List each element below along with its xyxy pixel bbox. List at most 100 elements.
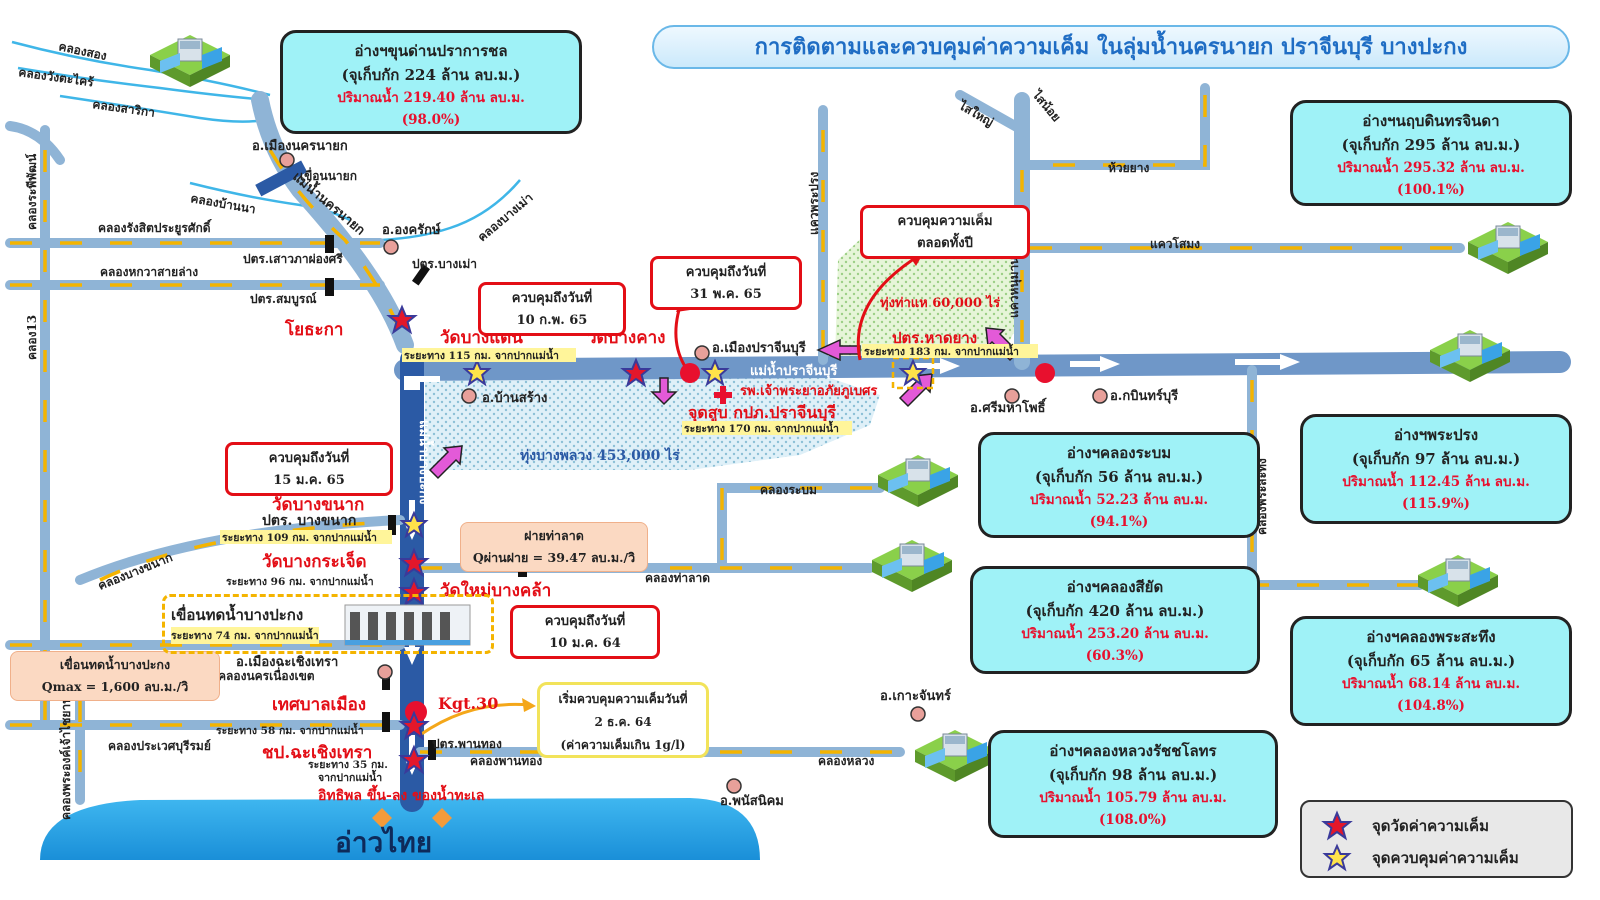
reservoir-capacity: (จุเก็บกัก 224 ล้าน ลบ.ม.) — [341, 66, 521, 84]
legend-measure-star-icon — [1321, 810, 1353, 841]
label-yothaka: โยธะกา — [284, 319, 343, 340]
label-khwae-salao: แควโสมง — [1150, 236, 1200, 251]
note-line: ตลอดทั้งปี — [917, 236, 973, 251]
label-luang-canal: คลองหลวง — [818, 754, 874, 768]
label-si-maha-phot: อ.ศรีมหาโพธิ์ — [970, 397, 1047, 416]
dam-box: เขื่อนทดน้ำบางปะกง ระยะทาง 74 กม. จากปาก… — [162, 594, 494, 654]
dist-bang-taen: ระยะทาง 115 กม. จากปากแม่น้ำ — [404, 347, 559, 362]
label-chachoengsao-pump: ชป.ฉะเชิงเทรา — [262, 743, 372, 763]
note-until-10feb: ควบคุมถึงวันที่ 10 ก.พ. 65 — [478, 282, 626, 336]
label-wat-bang-khanak: วัดบางขนาก — [272, 495, 364, 515]
reservoir-volume: ปริมาณน้ำ 295.32 ล้าน ลบ.ม. — [1337, 160, 1525, 176]
label-hospital: รพ.เจ้าพระยาอภัยภูเบศร — [740, 383, 877, 399]
label-wang-takhrai: คลองวังตะไคร้ — [18, 64, 96, 89]
reservoir-percent: (104.8%) — [1397, 698, 1465, 714]
note-line: (ค่าความเค็มเกิน 1g/l) — [560, 738, 686, 752]
weir-tha-lat: ฝายท่าลาด Qผ่านฝาย = 39.47 ลบ.ม./วิ — [460, 522, 648, 572]
legend-symbols — [1321, 810, 1353, 872]
label-khlong13: คลอง13 — [25, 315, 39, 360]
label-mueang-chachoengsao: อ.เมืองฉะเชิงเทรา — [236, 654, 338, 670]
magenta-arrows — [428, 327, 1020, 480]
reservoir-percent: (98.0%) — [401, 112, 461, 128]
label-prawet: คลองประเวศบุรีรมย์ — [108, 739, 211, 754]
reservoir-icon-phra-sathueng — [1417, 554, 1499, 608]
weir-flow: Qmax = 1,600 ลบ.ม./วิ — [41, 679, 189, 694]
weir-name: เขื่อนทดน้ำบางปะกง — [59, 657, 171, 672]
pumping-dots — [405, 363, 1055, 723]
label-thetsaban: เทศบาลเมือง — [272, 694, 366, 715]
label-ptr-bang-mao: ปตร.บางเม่า — [412, 257, 477, 271]
label-huai-yang: ห้วยยาง — [1108, 161, 1149, 175]
legend: จุดวัดค่าความเค็ม จุดควบคุมค่าความเค็ม — [1300, 800, 1573, 878]
label-rabom: คลองระบม — [760, 483, 817, 497]
reservoir-icon-khundan — [149, 34, 231, 88]
upper-streams — [11, 40, 521, 242]
reservoir-name: อ่างฯคลองพระสะทึง — [1366, 628, 1496, 646]
reservoir-volume: ปริมาณน้ำ 105.79 ล้าน ลบ.ม. — [1039, 790, 1227, 806]
reservoir-capacity: (จุเก็บกัก 97 ล้าน ลบ.ม.) — [1351, 450, 1521, 468]
reservoir-name: อ่างฯคลองระบม — [1066, 444, 1172, 462]
dist-bang-krachet: ระยะทาง 96 กม. จากปากแม่น้ำ — [226, 573, 374, 588]
reservoir-box-luang: อ่างฯคลองหลวงรัชชโลทร (จุเก็บกัก 98 ล้าน… — [988, 730, 1278, 838]
weir-flow: Qผ่านฝาย = 39.47 ลบ.ม./วิ — [472, 550, 636, 565]
note-until-31may: ควบคุมถึงวันที่ 31 พ.ค. 65 — [650, 256, 802, 310]
label-ptr-bang-khanak: ปตร. บางขนาก — [262, 513, 356, 529]
reservoir-box-rabom: อ่างฯคลองระบม (จุเก็บกัก 56 ล้าน ลบ.ม.) … — [978, 432, 1260, 538]
reservoir-capacity: (จุเก็บกัก 65 ล้าน ลบ.ม.) — [1346, 652, 1516, 670]
reservoir-capacity: (จุเก็บกัก 56 ล้าน ลบ.ม.) — [1034, 468, 1204, 486]
label-ban-sang: อ.บ้านสร้าง — [482, 390, 547, 406]
legend-control-star-icon — [1322, 843, 1352, 872]
reservoir-box-naruebodin: อ่างฯนฤบดินทรจินดา (จุเก็บกัก 295 ล้าน ล… — [1290, 100, 1572, 206]
label-sao-tham: ปตร.เสาวภาผ่องศรี — [243, 252, 343, 266]
reservoir-name: อ่างฯขุนด่านปราการชล — [354, 42, 508, 60]
reservoir-box-phra-prong: อ่างฯพระปรง (จุเก็บกัก 97 ล้าน ลบ.ม.) ปร… — [1300, 414, 1572, 524]
nayok-dam-marker — [255, 160, 308, 197]
reservoir-percent: (108.0%) — [1099, 812, 1167, 828]
label-sarika: คลองสาริกา — [92, 97, 156, 120]
label-rabiang: คลองระพีพัฒน์ — [25, 153, 39, 230]
note-until-15jan: ควบคุมถึงวันที่ 15 ม.ค. 65 — [225, 442, 393, 496]
label-mueang-nakhon-nayok: อ.เมืองนครนายก — [252, 138, 348, 154]
label-hok-wa: คลองหกวาสายล่าง — [100, 265, 198, 279]
label-tha-hae: ทุ่งท่าแห 60,000 ไร่ — [880, 294, 1000, 311]
reservoir-percent: (94.1%) — [1089, 514, 1149, 530]
note-line: 10 ม.ค. 64 — [549, 636, 621, 651]
dist-thetsaban: ระยะทาง 58 กม. จากปากแม่น้ำ — [216, 722, 364, 737]
gulf-of-thailand — [40, 798, 760, 860]
label-bang-pakong-river: แม่น้ำบางปะกง — [416, 420, 435, 505]
reservoir-volume: ปริมาณน้ำ 52.23 ล้าน ลบ.ม. — [1029, 492, 1209, 508]
note-line: ควบคุมถึงวันที่ — [685, 265, 767, 280]
reservoir-percent: (100.1%) — [1397, 182, 1465, 198]
note-line: เริ่มควบคุมความเค็มวันที่ — [558, 692, 688, 706]
dist-chachoengsao-2: จากปากแม่น้ำ — [318, 769, 382, 784]
bang-pakong-dam-image — [344, 604, 471, 646]
reservoir-box-siyat: อ่างฯคลองสียัด (จุเก็บกัก 420 ล้าน ลบ.ม.… — [970, 566, 1260, 674]
label-sommboon: ปตร.สมบูรณ์ — [250, 292, 316, 307]
reservoir-percent: (115.9%) — [1402, 496, 1470, 512]
label-hanuman: แควหนุมาน — [1007, 256, 1022, 318]
distance-labels: ระยะทาง 115 กม. จากปากแม่น้ำ ระยะทาง 170… — [216, 343, 1038, 784]
reservoir-volume: ปริมาณน้ำ 112.45 ล้าน ลบ.ม. — [1342, 474, 1530, 490]
weir-bang-pakong: เขื่อนทดน้ำบางปะกง Qmax = 1,600 ลบ.ม./วิ — [10, 651, 220, 701]
reservoir-capacity: (จุเก็บกัก 98 ล้าน ลบ.ม.) — [1048, 766, 1218, 784]
label-nakhon-nueang-khet: คลองนครเนื่องเขต — [218, 667, 315, 683]
note-line: ควบคุมถึงวันที่ — [268, 451, 350, 466]
sea-label: อ่าวไทย — [335, 826, 432, 859]
reservoir-capacity: (จุเก็บกัก 420 ล้าน ลบ.ม.) — [1025, 602, 1205, 620]
district-dots — [279, 152, 1108, 794]
legend-measure-label: จุดวัดค่าความเค็ม — [1372, 817, 1489, 835]
label-kabin-buri: อ.กบินทร์บุรี — [1110, 388, 1178, 404]
label-phanat-nikhom: อ.พนัสนิคม — [720, 794, 784, 809]
note-start-2dec: เริ่มควบคุมความเค็มวันที่ 2 ธ.ค. 64 (ค่า… — [537, 682, 709, 758]
legend-control-label: จุดควบคุมค่าความเค็ม — [1372, 849, 1519, 867]
reservoir-percent: (60.3%) — [1085, 648, 1145, 664]
orange-arrow-2dec — [419, 702, 531, 737]
label-ongkharak: อ.องครักษ์ — [382, 222, 441, 238]
note-line: 31 พ.ค. 65 — [690, 287, 762, 302]
note-line: 10 ก.พ. 65 — [516, 313, 588, 328]
dist-bang-khanak: ระยะทาง 109 กม. จากปากแม่น้ำ — [222, 529, 377, 544]
dist-pumping: ระยะทาง 170 กม. จากปากแม่น้ำ — [684, 420, 839, 435]
label-tide: อิทธิพล ขึ้น-ลง ของน้ำทะเล — [317, 784, 484, 804]
reservoir-capacity: (จุเก็บกัก 295 ล้าน ลบ.ม.) — [1341, 136, 1521, 154]
